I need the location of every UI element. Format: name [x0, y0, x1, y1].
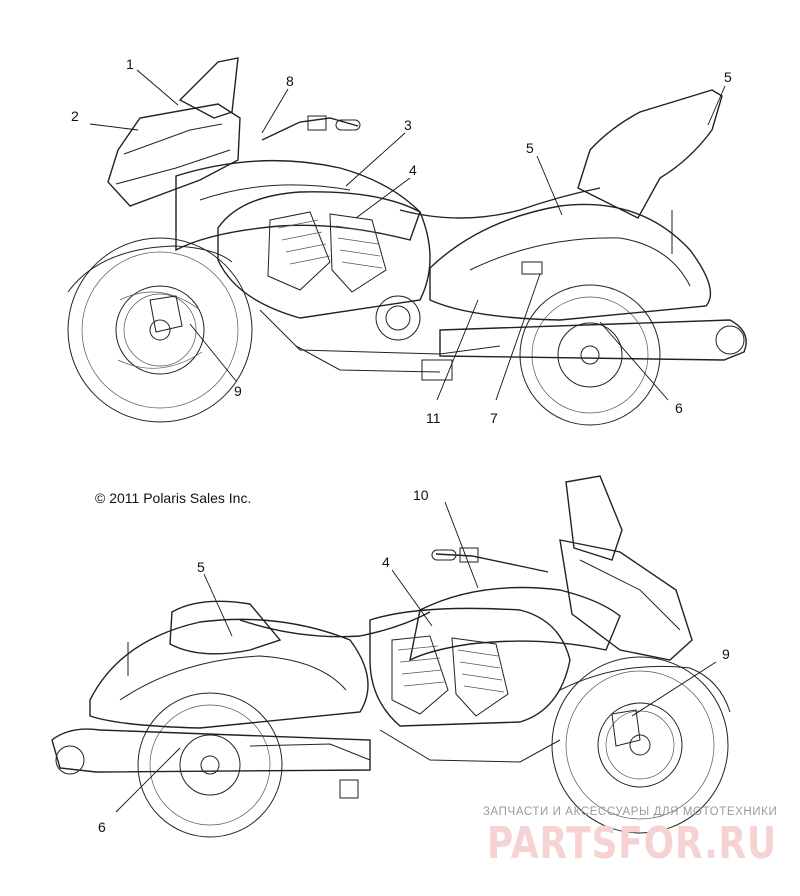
callouts-top: 1 2 8 3 4 5 5 9 11 7 6: [71, 56, 732, 426]
callout-4: 4: [409, 162, 417, 178]
leader-lines-top: [89, 69, 726, 401]
rear-wheel-bottom: [137, 692, 283, 838]
leader-lines-bottom: [115, 501, 717, 813]
callout-5c: 5: [197, 559, 205, 575]
motorcycle-left-side-view: [51, 475, 731, 838]
callout-11: 11: [426, 410, 441, 426]
callout-8: 8: [286, 73, 294, 89]
copyright-notice: © 2011 Polaris Sales Inc.: [95, 490, 251, 506]
callout-3: 3: [404, 117, 412, 133]
callout-2: 2: [71, 108, 79, 124]
callout-7: 7: [490, 410, 498, 426]
callout-9b: 9: [722, 646, 730, 662]
callout-10: 10: [413, 487, 429, 503]
callout-1: 1: [126, 56, 134, 72]
callout-6: 6: [675, 400, 683, 416]
callout-5b: 5: [526, 140, 534, 156]
callout-5a: 5: [724, 69, 732, 85]
motorcycle-right-side-view: [67, 57, 747, 426]
watermark: ЗАПЧАСТИ И АКСЕССУАРЫ ДЛЯ МОТОТЕХНИКИ PA…: [483, 806, 777, 869]
callout-9: 9: [234, 383, 242, 399]
callout-6b: 6: [98, 819, 106, 835]
rear-wheel-top: [519, 284, 661, 426]
watermark-tagline: ЗАПЧАСТИ И АКСЕССУАРЫ ДЛЯ МОТОТЕХНИКИ: [483, 806, 777, 818]
watermark-logo: PARTSFOR.RU: [487, 818, 777, 869]
engine-bottom: [369, 607, 571, 727]
engine-top: [267, 211, 421, 341]
callout-4b: 4: [382, 554, 390, 570]
front-wheel-top: [67, 237, 253, 423]
callouts-bottom: 10 5 4 9 6: [98, 487, 730, 835]
